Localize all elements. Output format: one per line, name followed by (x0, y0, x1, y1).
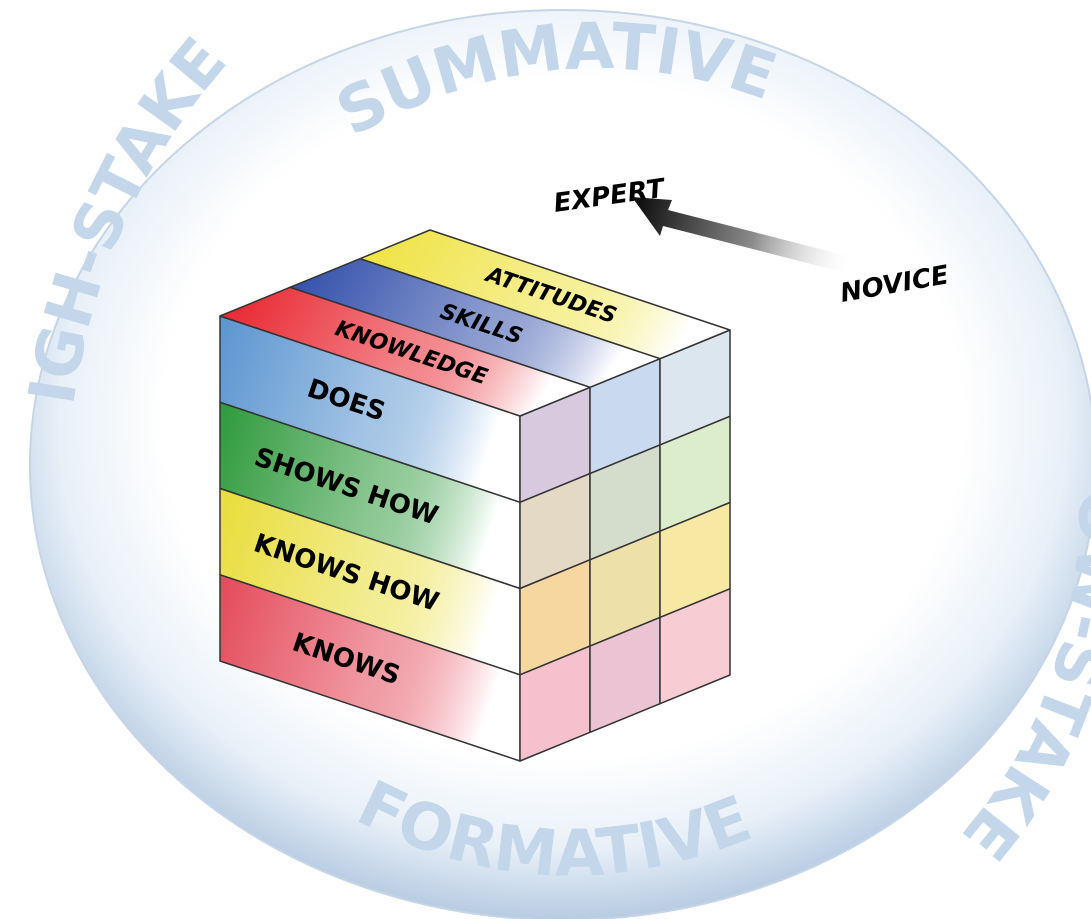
top-domain-knowledge (219, 286, 591, 417)
expertise-arrow (632, 197, 855, 274)
side-cell (659, 588, 731, 705)
